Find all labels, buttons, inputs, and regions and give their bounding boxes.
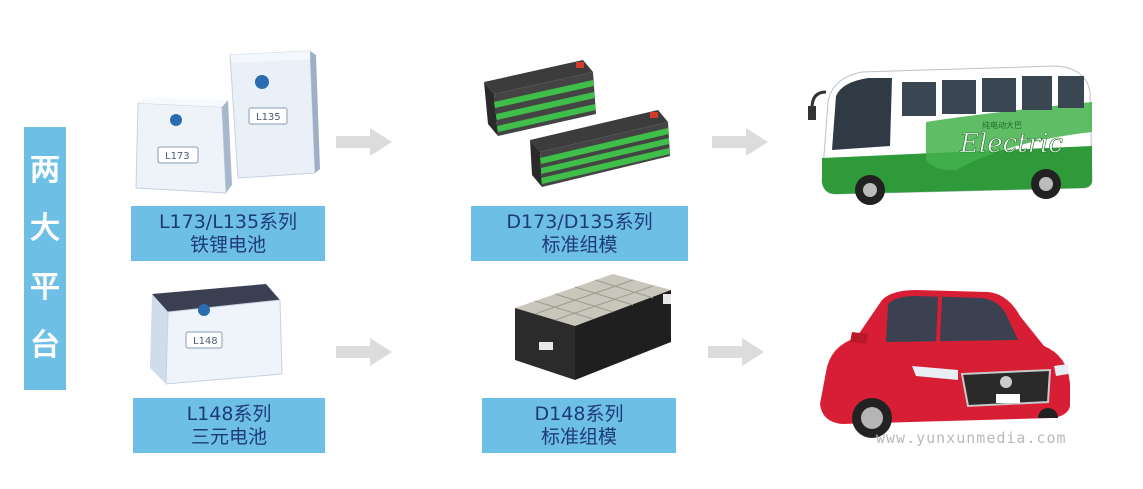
ncm-module-caption: D148系列 标准组模 [482, 398, 676, 453]
caption-line: 三元电池 [190, 425, 267, 448]
caption-line: D148系列 [534, 402, 624, 425]
lfp-cells-image: L135 L173 [135, 50, 320, 194]
caption-line: L173/L135系列 [158, 210, 298, 233]
platform-side-label: 两 大 平 台 [24, 127, 66, 390]
side-label-char: 大 [30, 211, 60, 247]
arrow-right-icon [336, 338, 392, 366]
lfp-module-image [484, 60, 670, 187]
watermark-text: www.yunxunmedia.com [876, 429, 1067, 447]
ncm-cell-image: L148 [150, 284, 283, 385]
side-label-char: 平 [30, 269, 60, 305]
cell-label-l135: L135 [256, 112, 281, 123]
bus-electric-text: Electric [959, 129, 1063, 159]
cell-label-l173: L173 [165, 151, 190, 162]
ncm-module-image [515, 274, 671, 380]
caption-line: D173/D135系列 [506, 210, 653, 233]
caption-line: 标准组模 [541, 233, 618, 256]
arrow-right-icon [712, 128, 768, 156]
caption-line: 标准组模 [540, 425, 617, 448]
cell-label-l148: L148 [193, 336, 218, 347]
ncm-cell-caption: L148系列 三元电池 [133, 398, 325, 453]
side-label-char: 台 [30, 328, 60, 364]
caption-line: 铁锂电池 [189, 233, 266, 256]
arrow-right-icon [336, 128, 392, 156]
bus-icon: Electric 纯电动大巴 [808, 65, 1093, 205]
arrow-right-icon [708, 338, 764, 366]
lfp-cell-caption: L173/L135系列 铁锂电池 [131, 206, 325, 261]
caption-line: L148系列 [186, 402, 272, 425]
car-icon [820, 290, 1070, 438]
lfp-module-caption: D173/D135系列 标准组模 [471, 206, 688, 261]
side-label-char: 两 [30, 152, 60, 188]
bus-small-text: 纯电动大巴 [982, 120, 1022, 130]
